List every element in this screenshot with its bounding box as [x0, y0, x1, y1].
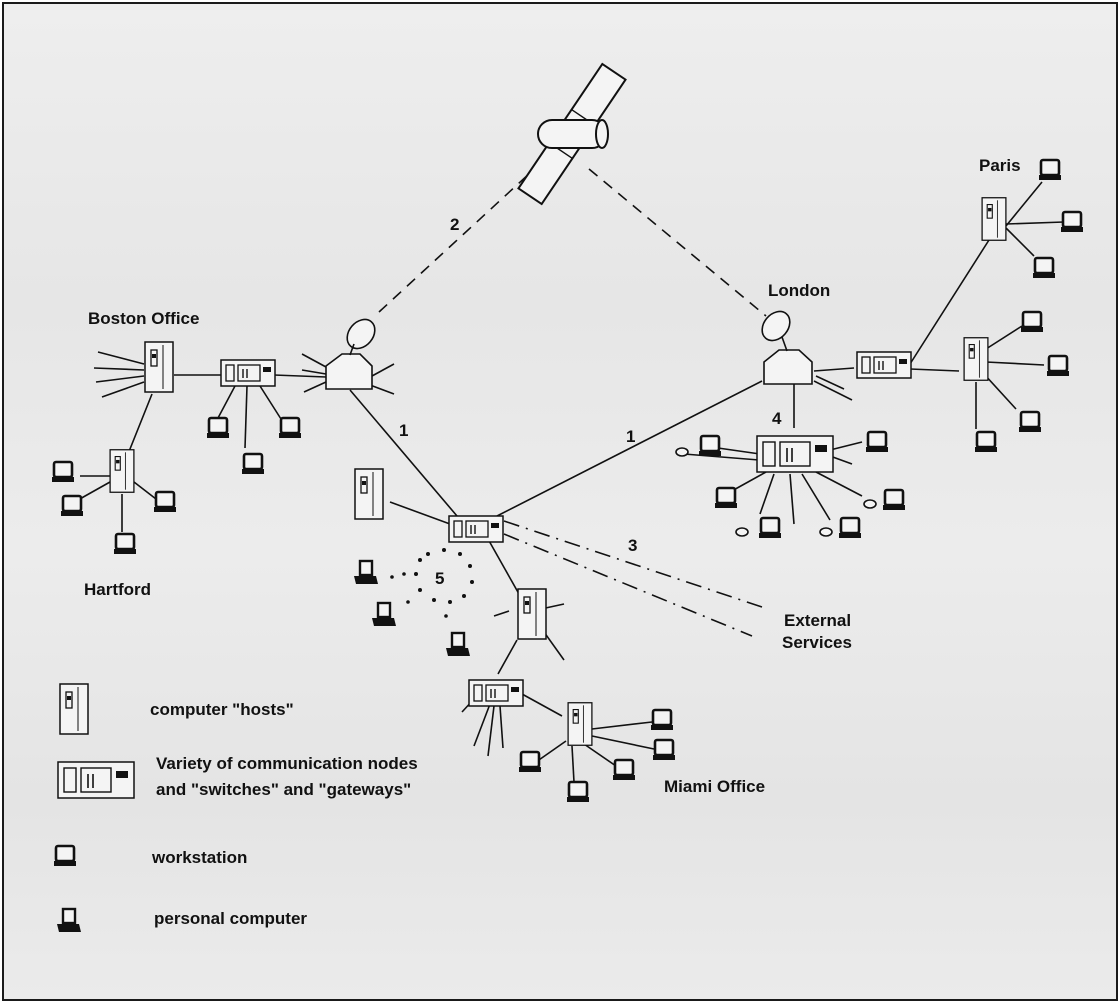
mouse-icon [676, 448, 688, 456]
link-number-2: 2 [450, 215, 459, 234]
workstation-icon [519, 752, 541, 772]
place-label-paris: Paris [979, 156, 1021, 175]
personal-computer-icon [372, 603, 396, 626]
mouse-icon [864, 500, 876, 508]
communication-node-icon [757, 436, 833, 472]
computer-host-icon [518, 589, 546, 639]
workstation-icon [759, 518, 781, 538]
workstation-icon [699, 436, 721, 456]
workstation-icon [883, 490, 905, 510]
legend-node-label-2: and "switches" and "gateways" [156, 780, 411, 799]
workstation-icon [567, 782, 589, 802]
workstation-icon [1033, 258, 1055, 278]
satellite-icon [500, 52, 645, 218]
personal-computer-icon [446, 633, 470, 656]
pc-cluster-ring [390, 548, 474, 618]
computer-host-icon [145, 342, 173, 392]
place-label-external-1: External [784, 611, 851, 630]
workstation-icon [653, 740, 675, 760]
workstation-icon [866, 432, 888, 452]
workstation-icon [207, 418, 229, 438]
computer-host-icon [355, 469, 383, 519]
legend-workstation-icon [54, 846, 76, 866]
place-label-london: London [768, 281, 830, 300]
workstation-icon [1021, 312, 1043, 332]
satellite-dish-icon [326, 314, 380, 389]
computer-host-icon [568, 703, 592, 746]
legend-workstation-label: workstation [151, 848, 247, 867]
workstation-icon [1039, 160, 1061, 180]
satellite-dish-icon [757, 306, 812, 384]
workstation-icon [52, 462, 74, 482]
link-number-4: 4 [772, 409, 782, 428]
computer-host-icon [110, 450, 134, 493]
place-label-boston: Boston Office [88, 309, 199, 328]
link-number-3: 3 [628, 536, 637, 555]
workstation-icon [613, 760, 635, 780]
workstation-icon [114, 534, 136, 554]
personal-computer-icon [354, 561, 378, 584]
workstation-icon [1019, 412, 1041, 432]
workstation-icon [242, 454, 264, 474]
workstation-icon [1047, 356, 1069, 376]
link-number-1b: 1 [626, 427, 635, 446]
workstation-icon [715, 488, 737, 508]
mouse-icon [820, 528, 832, 536]
legend-host-icon [60, 684, 88, 734]
computer-host-icon [982, 198, 1006, 241]
communication-node-icon [221, 360, 275, 386]
legend-pc-icon [57, 909, 81, 932]
legend-node-label-1: Variety of communication nodes [156, 754, 418, 773]
workstation-icon [651, 710, 673, 730]
diagram-canvas: Boston Office Hartford London Paris Miam… [4, 4, 1116, 999]
network-links [78, 149, 1064, 782]
link-number-5: 5 [435, 569, 444, 588]
communication-node-icon [469, 680, 523, 706]
communication-node-icon [857, 352, 911, 378]
mouse-icon [736, 528, 748, 536]
workstation-icon [154, 492, 176, 512]
legend-node-icon [58, 762, 134, 798]
legend-pc-label: personal computer [154, 909, 307, 928]
place-label-hartford: Hartford [84, 580, 151, 599]
link-number-1a: 1 [399, 421, 408, 440]
place-label-external-2: Services [782, 633, 852, 652]
legend: computer "hosts" Variety of communicatio… [54, 684, 418, 932]
legend-host-label: computer "hosts" [150, 700, 294, 719]
communication-node-icon [449, 516, 503, 542]
workstation-icon [61, 496, 83, 516]
workstation-icon [1061, 212, 1083, 232]
place-label-miami: Miami Office [664, 777, 765, 796]
workstation-icon [839, 518, 861, 538]
workstation-icon [279, 418, 301, 438]
workstation-icon [975, 432, 997, 452]
computer-host-icon [964, 338, 988, 381]
